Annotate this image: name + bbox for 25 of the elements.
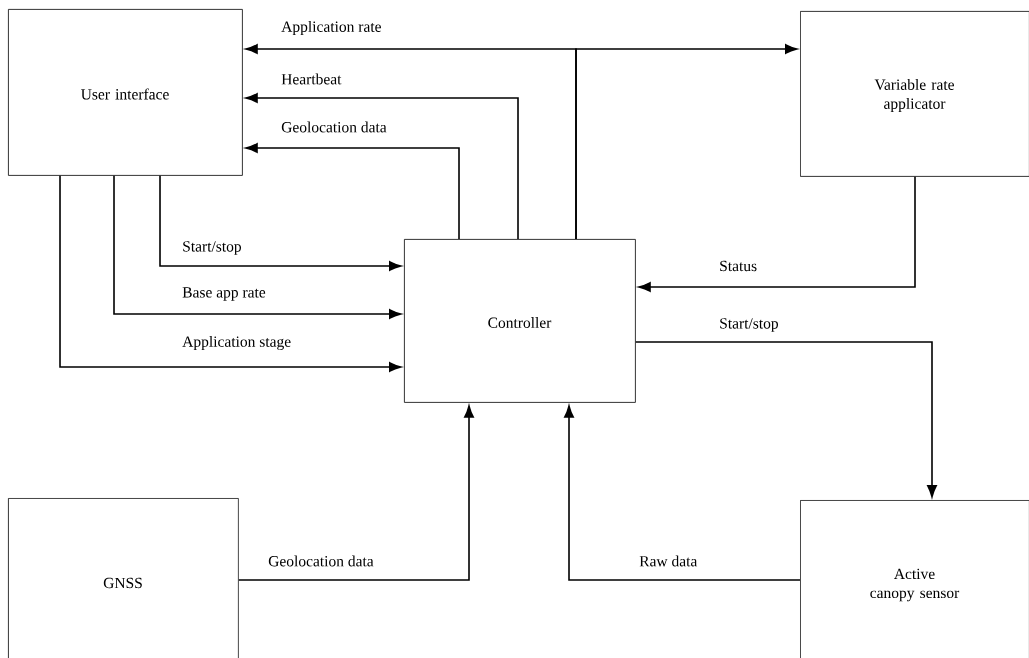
edge-label: Heartbeat [280, 72, 343, 86]
arrow [575, 44, 798, 240]
block-box: User interface [8, 9, 243, 176]
arrow [59, 175, 402, 372]
edge-label: Geolocation data [280, 120, 388, 134]
arrow [245, 93, 519, 240]
block-box: Variable rate applicator [800, 11, 1029, 177]
arrow [635, 341, 937, 498]
arrow [638, 176, 916, 292]
edge-label: Status [718, 259, 759, 273]
edge-label: Base app rate [181, 286, 267, 302]
edge-label: Geolocation data [267, 554, 375, 568]
edge-label: Start/stop [181, 240, 243, 256]
arrow [245, 143, 460, 240]
edge-label: Start/stop [718, 317, 780, 333]
arrow [159, 175, 402, 271]
edge-label: Application rate [280, 19, 383, 36]
block-box: Controller [404, 239, 636, 403]
block-box: GNSS [8, 498, 239, 658]
arrow [564, 405, 801, 581]
block-box: Active canopy sensor [800, 500, 1029, 658]
edge-label: Application stage [181, 334, 293, 352]
arrow [238, 405, 474, 581]
edge-label: Raw data [638, 554, 699, 568]
arrow [113, 175, 402, 319]
